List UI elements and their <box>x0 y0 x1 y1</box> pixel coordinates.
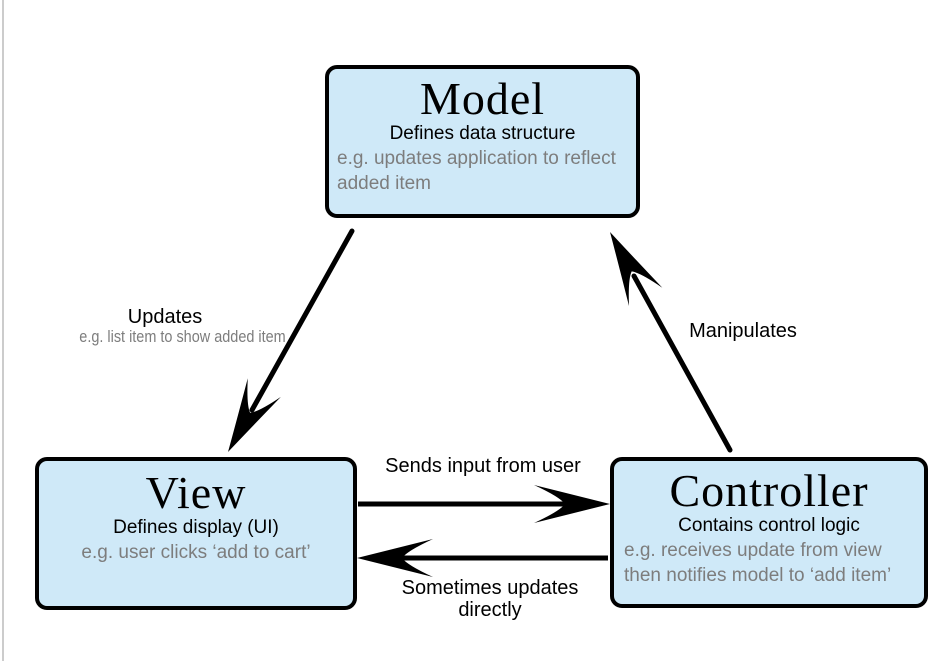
updates-label: Updates <box>127 306 203 328</box>
updates-sublabel: e.g. list item to show added item <box>79 327 286 346</box>
controller-subtitle: Contains control logic <box>678 515 860 537</box>
model-title: Model <box>419 73 546 124</box>
view-box: View Defines display (UI) e.g. user clic… <box>35 457 357 610</box>
page-left-border <box>2 0 4 661</box>
arrow-controller-to-view <box>357 539 608 577</box>
model-box: Model Defines data structure e.g. update… <box>325 65 640 218</box>
controller-title: Controller <box>669 465 869 516</box>
controller-example: e.g. receives update from view then noti… <box>624 540 892 587</box>
arrow-controller-to-model <box>610 232 733 453</box>
model-example: e.g. updates application to reflect adde… <box>337 148 616 195</box>
sends-input-label: Sends input from user <box>385 455 581 477</box>
arrow-view-to-controller <box>358 485 610 523</box>
view-subtitle: Defines display (UI) <box>113 517 279 539</box>
controller-box: Controller Contains control logic e.g. r… <box>610 457 928 608</box>
manipulates-label: Manipulates <box>689 320 797 342</box>
sometimes-updates-label: Sometimes updates directly <box>401 577 579 621</box>
arrow-model-to-view <box>228 228 355 452</box>
view-title: View <box>145 467 247 518</box>
view-example: e.g. user clicks ‘add to cart’ <box>81 542 311 564</box>
model-subtitle: Defines data structure <box>389 123 576 145</box>
